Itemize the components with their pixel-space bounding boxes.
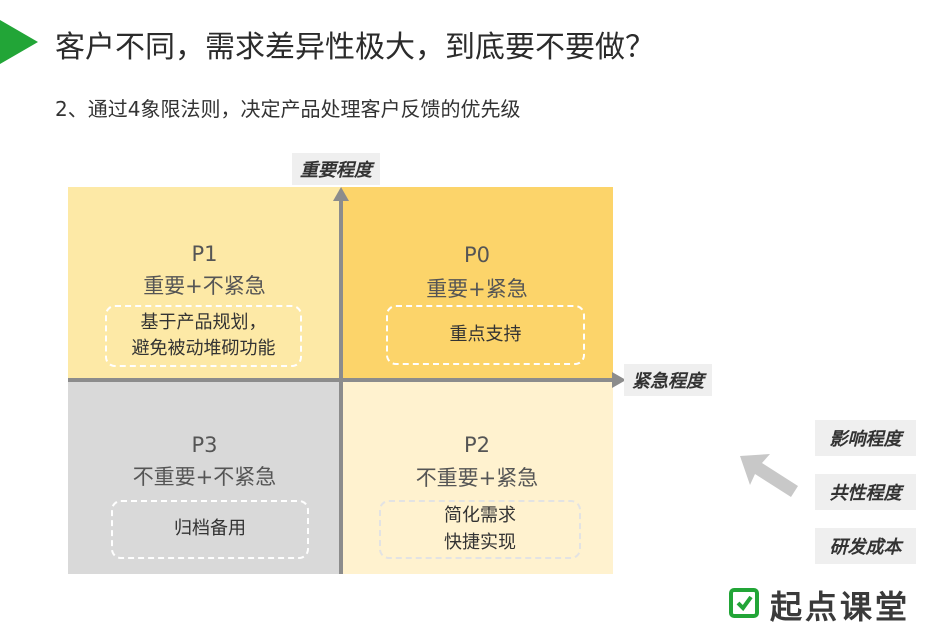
x-axis-label: 紧急程度 [624, 364, 712, 396]
quadrant-p2-desc: 不重要+紧急 [415, 466, 539, 490]
factor-tag-impact: 影响程度 [815, 420, 916, 456]
quadrant-p2-action: 简化需求 快捷实现 [379, 500, 581, 559]
quadrant-p0: P0 重要+紧急 重点支持 [341, 187, 613, 380]
quadrant-p1-code: P1 [191, 242, 218, 266]
page-title: 客户不同，需求差异性极大，到底要不要做？ [55, 30, 655, 65]
quadrant-p0-code: P0 [463, 243, 491, 267]
brand-logo-text: 起点课堂 [770, 588, 911, 626]
y-axis-arrow-icon [333, 187, 349, 201]
factor-tag-commonality: 共性程度 [815, 474, 916, 510]
quadrant-p1: P1 重要+不紧急 基于产品规划， 避免被动堆砌功能 [68, 187, 341, 380]
y-axis-line [339, 200, 343, 574]
quadrant-p2-code: P2 [463, 433, 491, 457]
pointer-arrow-icon [740, 454, 798, 497]
quadrant-p3-desc: 不重要+不紧急 [132, 465, 277, 489]
quadrant-p3-action: 归档备用 [111, 500, 309, 559]
y-axis-label: 重要程度 [292, 153, 380, 185]
title-accent-triangle [0, 20, 38, 64]
x-axis-arrow-icon [612, 372, 626, 388]
quadrant-p0-desc: 重要+紧急 [426, 277, 528, 301]
quadrant-p0-action: 重点支持 [386, 305, 585, 365]
quadrant-p1-action: 基于产品规划， 避免被动堆砌功能 [105, 305, 302, 367]
quadrant-p3-code: P3 [191, 433, 218, 457]
quadrant-p2: P2 不重要+紧急 简化需求 快捷实现 [341, 380, 613, 574]
quadrant-p3: P3 不重要+不紧急 归档备用 [68, 380, 341, 574]
quadrant-p1-desc: 重要+不紧急 [143, 274, 266, 298]
qidian-logo-icon [729, 588, 759, 618]
page-subtitle: 2、通过4象限法则，决定产品处理客户反馈的优先级 [55, 97, 521, 121]
factor-tag-cost: 研发成本 [815, 528, 916, 564]
